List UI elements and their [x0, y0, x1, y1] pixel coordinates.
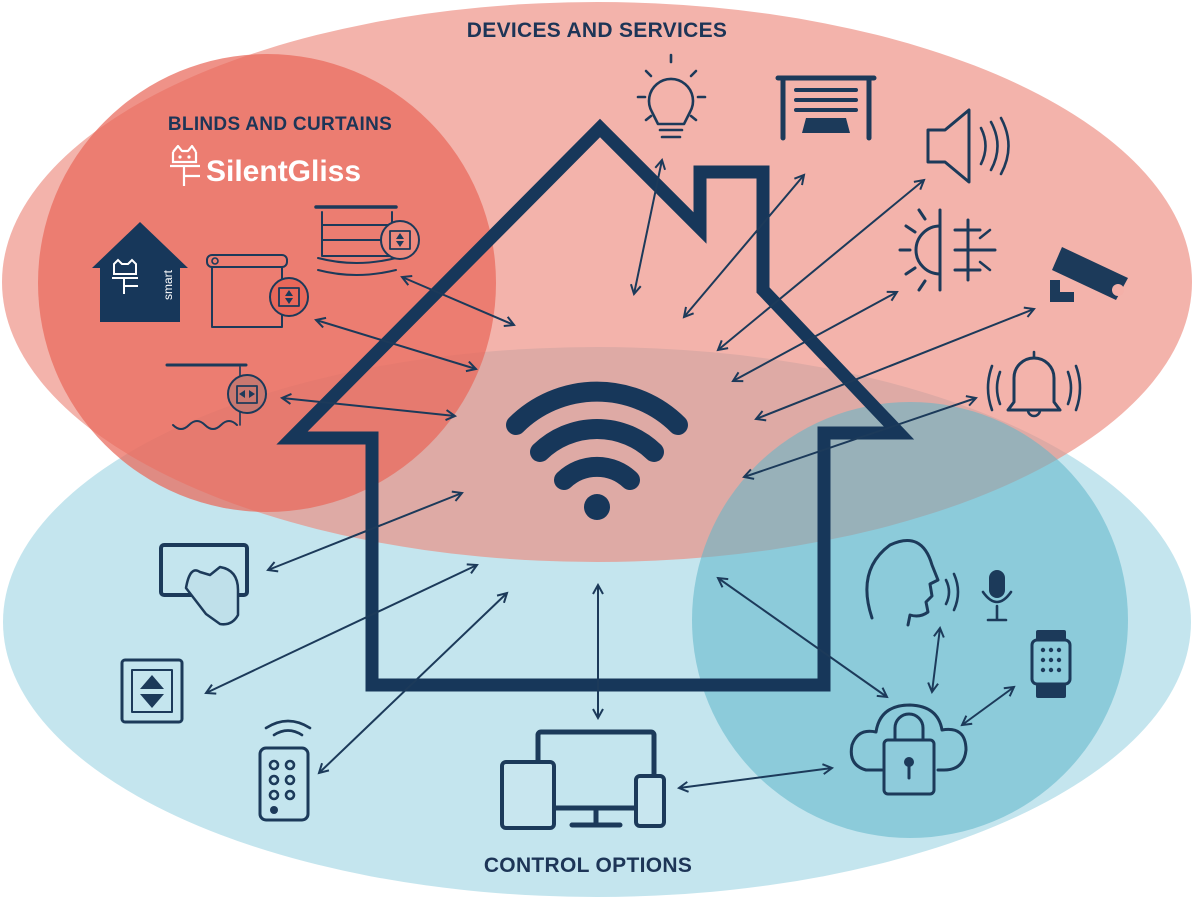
- connection-arrows: [206, 160, 1034, 788]
- blind-control-button-icon: [380, 220, 420, 260]
- brand-name: SilentGliss: [206, 155, 361, 188]
- remote-control-icon: [258, 719, 312, 822]
- computer-tablet-phone-icon: [500, 729, 666, 830]
- garage-door-icon: [775, 75, 877, 141]
- smart-badge-label: smart: [161, 269, 175, 300]
- control-options-label: CONTROL OPTIONS: [484, 854, 692, 877]
- blinds-curtains-label: BLINDS AND CURTAINS: [168, 114, 392, 135]
- roman-blind-icon: [314, 205, 420, 276]
- devices-services-label: DEVICES AND SERVICES: [467, 19, 727, 42]
- smartwatch-icon: [1030, 630, 1072, 698]
- wall-switch-icon: [120, 658, 184, 724]
- security-camera-icon: [1050, 247, 1128, 302]
- curtain-control-button-icon: [227, 374, 267, 414]
- light-bulb-icon: [636, 53, 707, 139]
- silentgliss-logo: SilentGliss: [170, 144, 361, 188]
- curtain-track-icon: [165, 363, 267, 430]
- cat-logo-icon: [170, 144, 200, 186]
- voice-assistant-icon: [865, 539, 960, 627]
- secure-cloud-icon: [849, 703, 968, 796]
- wifi-icon: [506, 381, 688, 520]
- smart-home-icon: smart: [92, 222, 188, 322]
- speaker-icon: [926, 108, 1010, 184]
- microphone-icon: [981, 570, 1013, 622]
- blind-control-button-icon: [269, 277, 309, 317]
- roller-blind-icon: [206, 254, 309, 328]
